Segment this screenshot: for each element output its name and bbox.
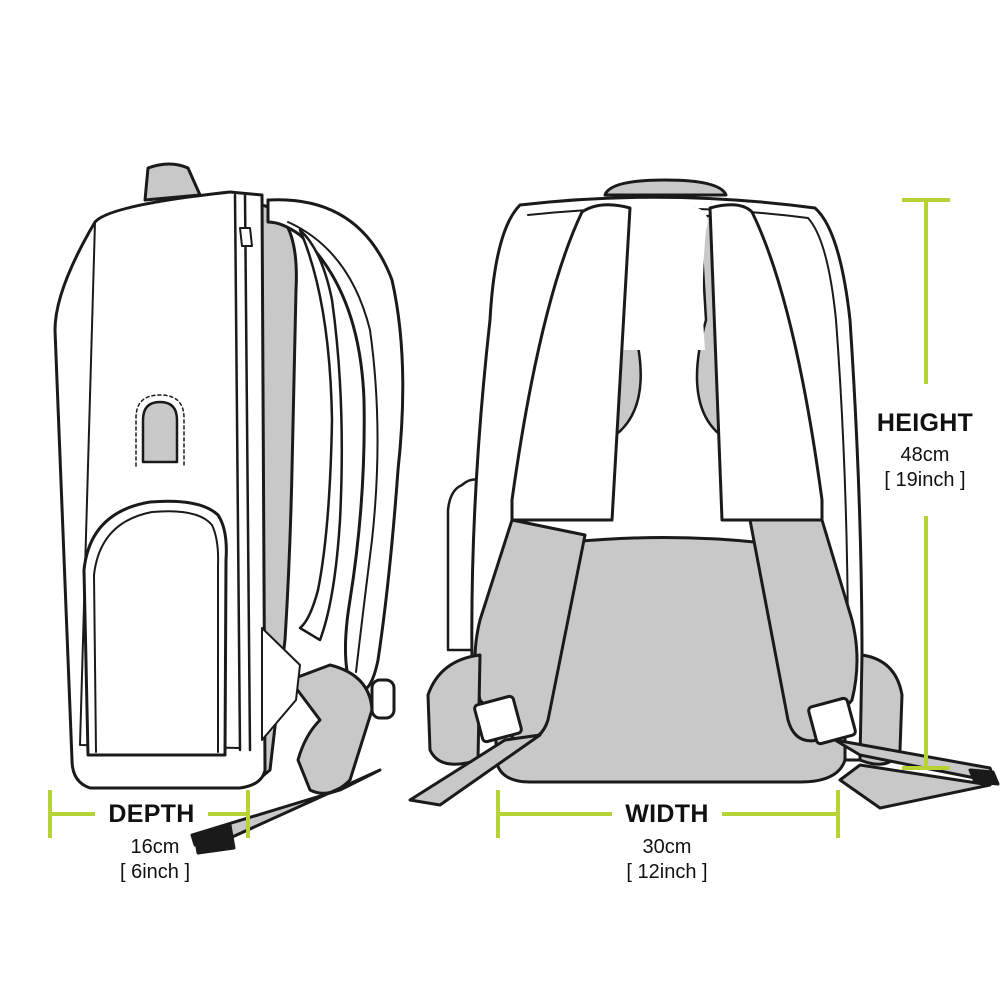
side-hinge-panel: [261, 627, 301, 741]
side-front-pocket-trim: [93, 510, 220, 753]
height-imperial: [ 19inch ]: [884, 469, 966, 491]
side-strap-lower: [298, 228, 344, 642]
width-imperial: [ 12inch ]: [626, 861, 708, 883]
side-usb-port: [141, 400, 179, 464]
back-left-wing: [426, 653, 482, 766]
back-top-handle: [603, 178, 728, 197]
depth-title: DEPTH: [108, 800, 195, 828]
side-adjust-strap: [288, 663, 374, 795]
backpack-back-view: [408, 178, 1000, 810]
side-zipper-pull: [239, 227, 253, 247]
side-zipper: [233, 193, 252, 752]
back-right-wing: [858, 653, 904, 766]
depth-metric: 16cm: [130, 836, 180, 858]
height-title: HEIGHT: [876, 409, 974, 437]
back-right-strap-tail-end: [968, 768, 1000, 786]
depth-imperial: [ 6inch ]: [119, 861, 191, 883]
side-strap-tail-end: [193, 823, 236, 855]
width-metric: 30cm: [642, 836, 692, 858]
back-right-strap-lower: [748, 518, 859, 743]
back-left-strap-outline: [510, 203, 632, 522]
side-top-handle: [143, 162, 202, 202]
back-left-buckle: [473, 694, 523, 744]
height-metric: 48cm: [900, 444, 950, 466]
back-right-strap-tail-lower: [838, 763, 992, 810]
backpack-side-view: [53, 162, 405, 855]
back-left-strap-tail: [408, 733, 542, 807]
back-right-strap-outline: [708, 203, 824, 522]
side-shoulder-strap-inner: [287, 221, 379, 673]
dimension-markers: [48, 198, 950, 838]
back-right-buckle: [807, 696, 857, 746]
side-front-pocket: [82, 499, 228, 757]
side-usb-stitch: [135, 394, 185, 467]
width-title: WIDTH: [625, 800, 709, 828]
side-buckle: [370, 678, 396, 720]
